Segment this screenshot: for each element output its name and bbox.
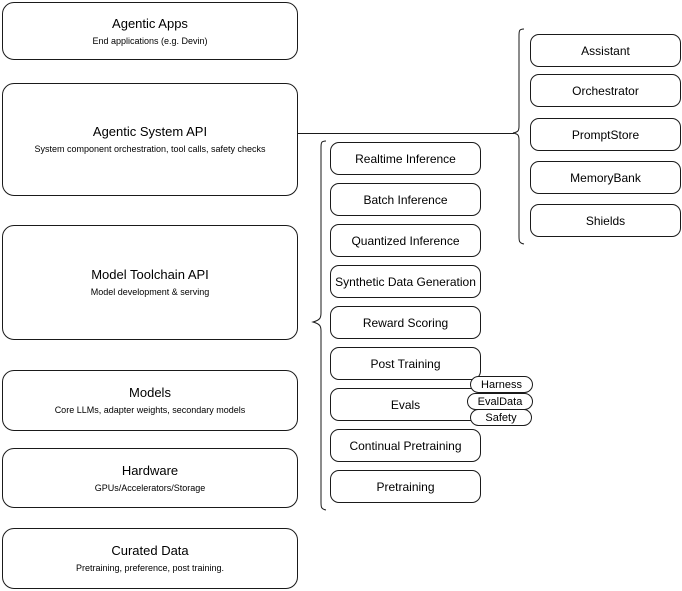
capability-label: Continual Pretraining	[349, 438, 462, 453]
layer-subtitle: Pretraining, preference, post training.	[75, 563, 225, 573]
middle-group-brace	[311, 140, 327, 511]
evals-subitem-harness[interactable]: Harness	[470, 376, 533, 393]
layer-agentic-apps[interactable]: Agentic Apps End applications (e.g. Devi…	[2, 2, 298, 60]
evals-subitem-safety[interactable]: Safety	[470, 409, 532, 426]
capability-continual-pretraining[interactable]: Continual Pretraining	[330, 429, 481, 462]
capability-post-training[interactable]: Post Training	[330, 347, 481, 380]
layer-subtitle: Model development & serving	[90, 287, 210, 297]
capability-pretraining[interactable]: Pretraining	[330, 470, 481, 503]
layer-subtitle: Core LLMs, adapter weights, secondary mo…	[54, 405, 246, 415]
capability-quantized-inference[interactable]: Quantized Inference	[330, 224, 481, 257]
layer-title: Agentic System API	[92, 124, 208, 139]
evals-subitem-label: Harness	[481, 378, 522, 391]
layer-agentic-system-api[interactable]: Agentic System API System component orch…	[2, 83, 298, 196]
evals-subitem-label: EvalData	[477, 395, 523, 408]
component-orchestrator[interactable]: Orchestrator	[530, 74, 681, 107]
connector-agentic-system-api-to-components	[298, 133, 514, 134]
layer-curated-data[interactable]: Curated Data Pretraining, preference, po…	[2, 528, 298, 589]
layer-title: Hardware	[121, 462, 179, 478]
layer-subtitle: System component orchestration, tool cal…	[34, 144, 266, 154]
capability-batch-inference[interactable]: Batch Inference	[330, 183, 481, 216]
layer-hardware[interactable]: Hardware GPUs/Accelerators/Storage	[2, 448, 298, 508]
capability-label: Realtime Inference	[355, 151, 456, 166]
layer-models[interactable]: Models Core LLMs, adapter weights, secon…	[2, 370, 298, 431]
layer-title: Curated Data	[111, 543, 189, 558]
layer-subtitle: End applications (e.g. Devin)	[92, 35, 208, 46]
capability-evals[interactable]: Evals	[330, 388, 481, 421]
layer-model-toolchain-api[interactable]: Model Toolchain API Model development & …	[2, 225, 298, 340]
layer-subtitle: GPUs/Accelerators/Storage	[94, 482, 206, 493]
capability-label: Batch Inference	[363, 192, 448, 207]
component-promptstore[interactable]: PromptStore	[530, 118, 681, 151]
layer-title: Agentic Apps	[112, 15, 188, 31]
capability-synthetic-data-generation[interactable]: Synthetic Data Generation	[330, 265, 481, 298]
capability-label: Evals	[390, 397, 421, 412]
component-shields[interactable]: Shields	[530, 204, 681, 237]
capability-label: Reward Scoring	[362, 315, 449, 330]
capability-reward-scoring[interactable]: Reward Scoring	[330, 306, 481, 339]
evals-subitem-evaldata[interactable]: EvalData	[467, 393, 533, 410]
capability-label: Pretraining	[376, 479, 435, 494]
capability-realtime-inference[interactable]: Realtime Inference	[330, 142, 481, 175]
component-label: Orchestrator	[572, 83, 639, 98]
capability-label: Quantized Inference	[351, 233, 460, 248]
capability-label: Post Training	[370, 356, 441, 371]
evals-subitem-label: Safety	[485, 411, 517, 424]
component-label: PromptStore	[571, 127, 640, 142]
component-memorybank[interactable]: MemoryBank	[530, 161, 681, 194]
component-label: MemoryBank	[570, 170, 641, 185]
component-label: Shields	[585, 213, 626, 228]
capability-label: Synthetic Data Generation	[335, 274, 476, 289]
component-assistant[interactable]: Assistant	[530, 34, 681, 67]
component-label: Assistant	[581, 43, 630, 58]
right-group-brace	[512, 28, 525, 245]
layer-title: Model Toolchain API	[91, 267, 209, 282]
layer-title: Models	[129, 385, 171, 400]
